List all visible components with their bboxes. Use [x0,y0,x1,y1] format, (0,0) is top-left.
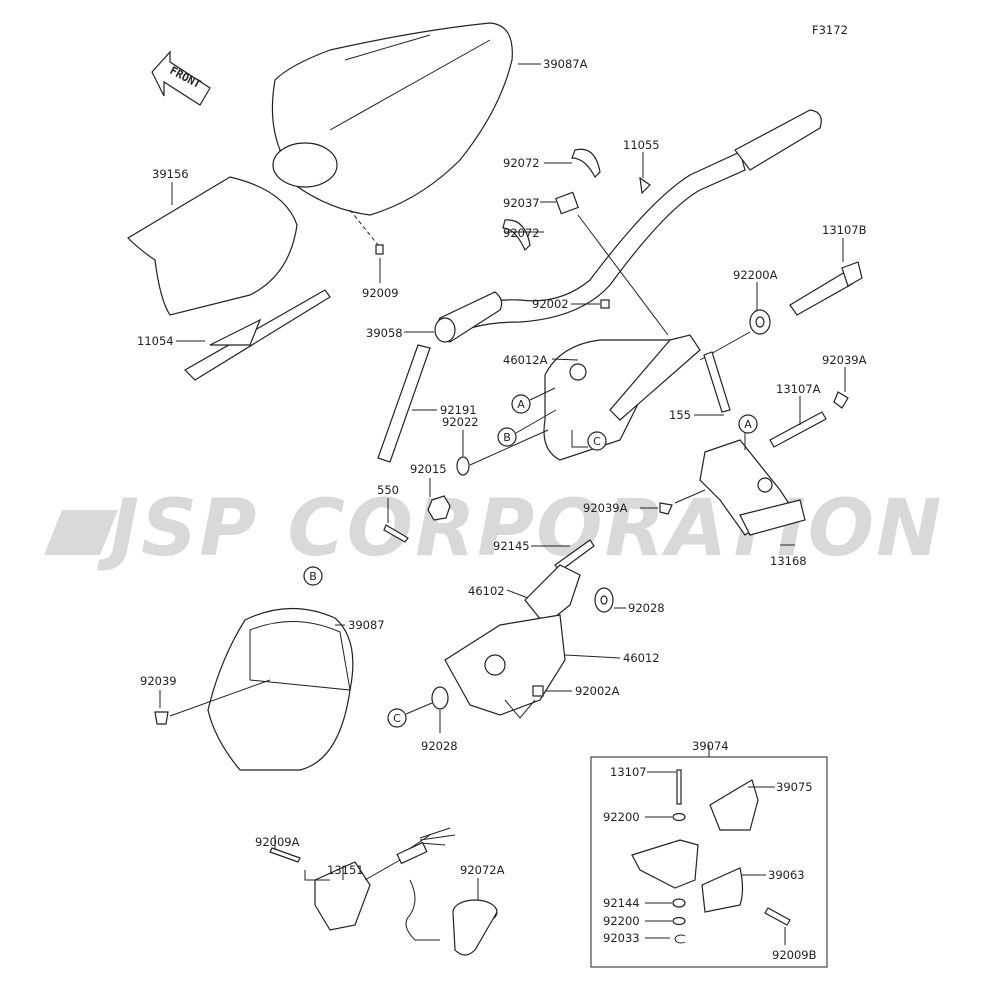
label-92072A: 92072A [460,863,505,877]
part-13151 [304,827,456,931]
part-39087 [207,607,354,771]
label-92072-mid: 92072 [503,226,540,240]
label-92028-bot: 92028 [421,739,458,753]
part-13107 [676,769,682,805]
part-92015 [427,495,451,521]
part-39075 [709,779,759,831]
label-13107: 13107 [610,765,647,779]
part-11055 [639,176,651,195]
label-92002: 92002 [532,297,569,311]
label-92144: 92144 [603,896,640,910]
ref-A-1: A [511,394,531,414]
part-92200-b [672,916,686,926]
part-92002 [600,299,610,309]
label-92009A: 92009A [255,835,300,849]
label-92200-a: 92200 [603,810,640,824]
label-92037: 92037 [503,196,540,210]
part-92191 [377,344,431,463]
ref-B-1: B [497,427,517,447]
part-92037 [555,191,579,215]
label-39063: 39063 [768,868,805,882]
part-92009B [764,907,791,926]
label-92039: 92039 [140,674,177,688]
label-92028-top: 92028 [628,601,665,615]
label-46012A: 46012A [503,353,548,367]
part-kit-housing [631,839,699,889]
label-92200A: 92200A [733,268,778,282]
label-13151: 13151 [327,863,364,877]
kit-39074-box [590,745,828,968]
part-155 [703,351,731,413]
part-92200-a [672,812,686,822]
label-92002A: 92002A [575,684,620,698]
part-92033 [674,934,686,944]
label-92039A-mid: 92039A [583,501,628,515]
label-92009: 92009 [362,286,399,300]
label-46012: 46012 [623,651,660,665]
label-92200-b: 92200 [603,914,640,928]
svg-text:A: A [517,398,525,411]
label-46102: 46102 [468,584,505,598]
label-39156: 39156 [152,167,189,181]
svg-text:B: B [503,431,511,444]
part-92028-bot [431,686,449,710]
part-92022 [456,456,470,476]
front-arrow-icon: FRONT [151,50,211,106]
part-92009A [269,847,301,863]
label-155: 155 [669,408,691,422]
label-92145: 92145 [493,539,530,553]
svg-text:A: A [744,418,752,431]
svg-text:C: C [393,712,401,725]
watermark-text: JSP CORPORATION [97,484,943,574]
part-92039A-top [833,391,849,409]
part-92039A-mid [659,502,673,515]
part-39156 [127,176,298,316]
label-13107B: 13107B [822,223,867,237]
ref-B-2: B [303,566,323,586]
label-92015: 92015 [410,462,447,476]
label-92191: 92191 [440,403,477,417]
part-92072-top [571,148,601,178]
label-11055: 11055 [623,138,660,152]
label-550: 550 [377,483,399,497]
part-46012A [543,334,701,461]
label-39087: 39087 [348,618,385,632]
part-92002A [532,685,544,697]
diagram-code: F3172 [812,23,848,37]
part-13107A [769,411,827,448]
label-39075: 39075 [776,780,813,794]
label-39074: 39074 [692,739,729,753]
part-92072A [405,878,498,956]
svg-text:B: B [309,570,317,583]
label-92072-top: 92072 [503,156,540,170]
part-13107B [789,238,863,316]
part-92009 [375,244,384,255]
label-11054: 11054 [137,334,174,348]
label-92039A-top: 92039A [822,353,867,367]
part-11054 [176,289,331,381]
part-39087A [271,22,541,216]
label-92033: 92033 [603,931,640,945]
part-550 [383,524,409,543]
ref-C-1: C [587,431,607,451]
part-46012 [444,614,621,716]
label-13107A: 13107A [776,382,821,396]
ref-C-2: C [387,708,407,728]
label-92022: 92022 [442,415,479,429]
label-39087A: 39087A [543,57,588,71]
part-39063 [701,867,744,913]
label-39058: 39058 [366,326,403,340]
label-13168: 13168 [770,554,807,568]
part-handlebar [434,109,822,343]
part-39058 [434,317,456,343]
part-92072-mid [502,219,531,252]
watermark: JSP CORPORATION [44,484,943,574]
svg-text:C: C [593,435,601,448]
part-13168 [699,433,806,546]
part-92039 [154,711,169,725]
label-92009B: 92009B [772,948,817,962]
part-92144 [672,898,686,908]
ref-A-2: A [738,414,758,434]
